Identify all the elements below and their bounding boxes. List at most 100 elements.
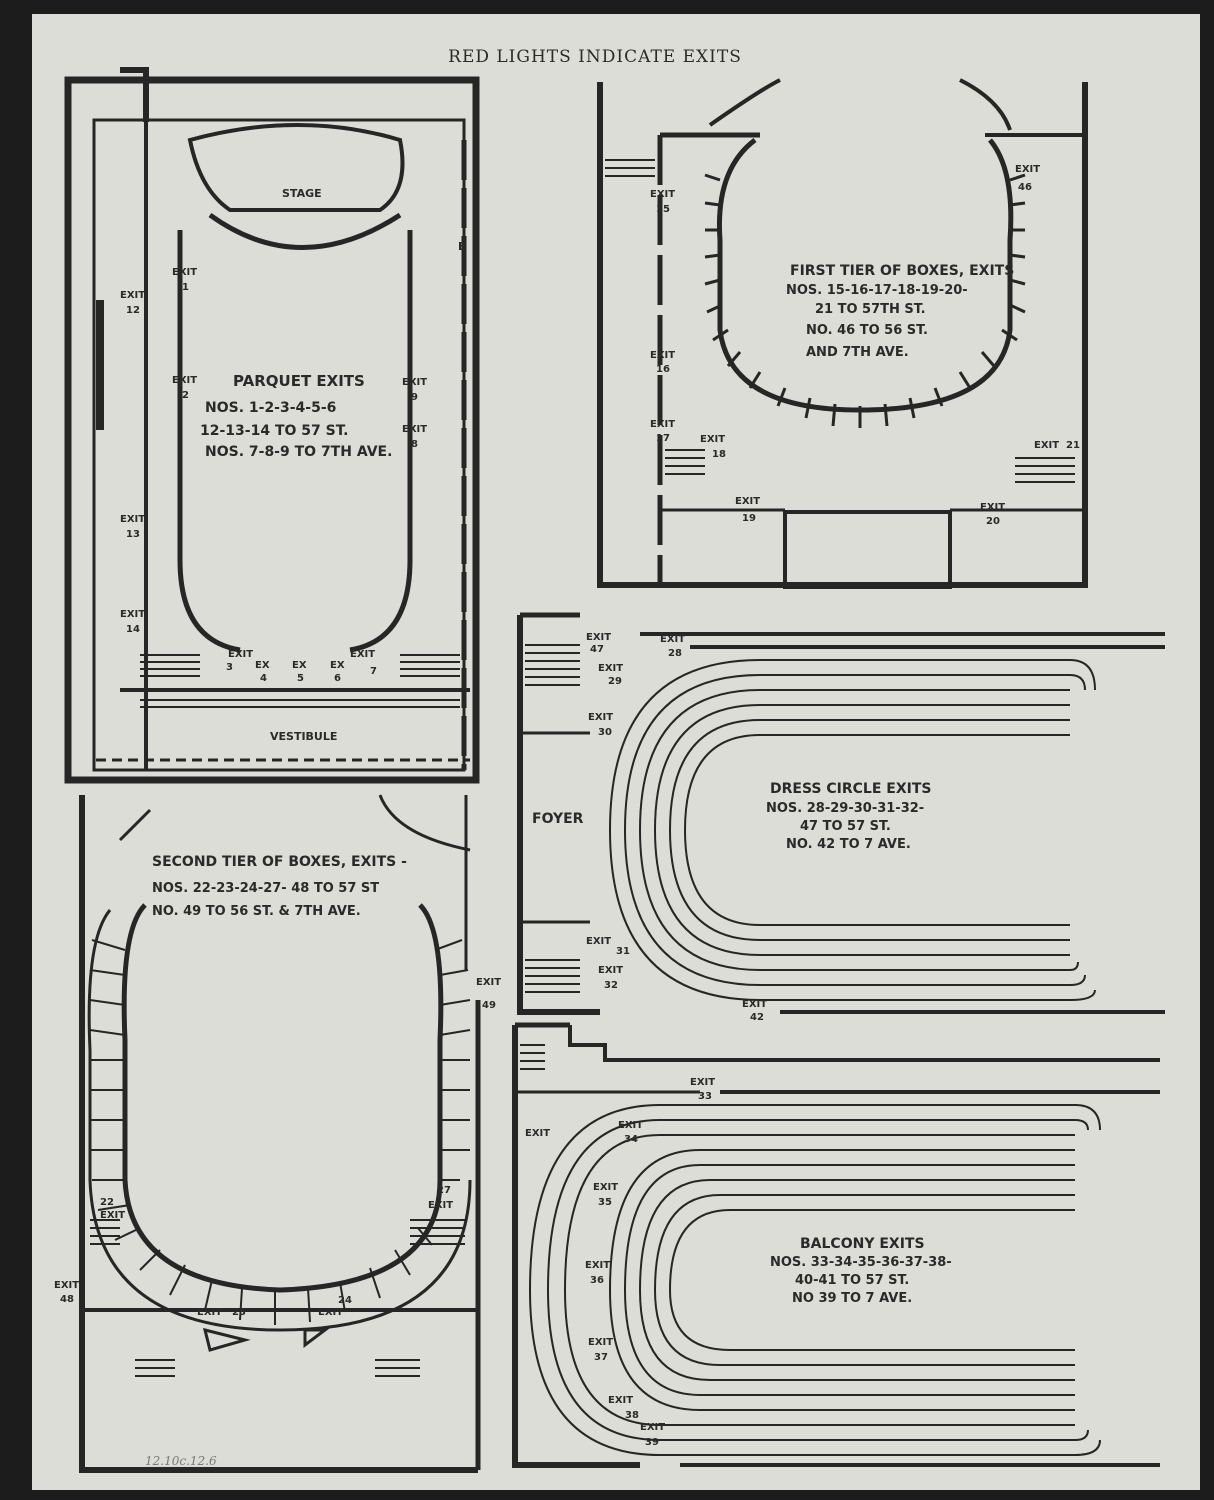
second-tier-plan: SECOND TIER OF BOXES, EXITS - NOS. 22-23… xyxy=(54,794,501,1473)
svg-text:EXIT: EXIT xyxy=(618,1120,643,1131)
svg-text:EXIT: EXIT xyxy=(588,712,613,723)
svg-text:EX: EX xyxy=(255,660,270,671)
svg-text:EXIT: EXIT xyxy=(980,502,1005,513)
svg-text:23: 23 xyxy=(232,1307,246,1318)
dress-circle-heading: DRESS CIRCLE EXITS xyxy=(770,781,931,797)
svg-text:24: 24 xyxy=(338,1295,352,1306)
svg-text:EXIT: EXIT xyxy=(197,1307,222,1318)
parquet-heading: PARQUET EXITS xyxy=(233,372,365,390)
svg-text:12: 12 xyxy=(126,305,140,316)
svg-text:46: 46 xyxy=(1018,182,1032,193)
svg-text:42: 42 xyxy=(750,1012,764,1023)
svg-text:EXIT: EXIT xyxy=(650,189,675,200)
balcony-plan: BALCONY EXITS NOS. 33-34-35-36-37-38- 40… xyxy=(512,1022,1160,1468)
svg-text:5: 5 xyxy=(297,673,304,684)
svg-text:EXIT: EXIT xyxy=(586,632,611,643)
balcony-heading: BALCONY EXITS xyxy=(800,1236,925,1252)
svg-text:30: 30 xyxy=(598,727,612,738)
svg-text:EXIT: EXIT xyxy=(585,1260,610,1271)
svg-text:EXIT: EXIT xyxy=(100,1210,125,1221)
handwritten-note: 12.10c.12.6 xyxy=(145,1454,217,1468)
svg-text:34: 34 xyxy=(624,1134,638,1145)
svg-text:EXIT: EXIT xyxy=(120,514,145,525)
svg-text:EXIT: EXIT xyxy=(228,649,253,660)
svg-text:21: 21 xyxy=(1066,440,1080,451)
parquet-line1: NOS. 1-2-3-4-5-6 xyxy=(205,400,336,416)
svg-text:EXIT: EXIT xyxy=(608,1395,633,1406)
svg-text:EXIT: EXIT xyxy=(650,419,675,430)
svg-text:32: 32 xyxy=(604,980,618,991)
svg-text:19: 19 xyxy=(742,513,756,524)
vestibule-label: VESTIBULE xyxy=(270,730,337,743)
svg-text:EXIT: EXIT xyxy=(650,350,675,361)
svg-text:38: 38 xyxy=(625,1410,639,1421)
svg-text:48: 48 xyxy=(60,1294,74,1305)
first-tier-line2: 21 TO 57TH ST. xyxy=(815,302,926,317)
svg-text:14: 14 xyxy=(126,624,140,635)
svg-text:37: 37 xyxy=(594,1352,608,1363)
svg-text:EX: EX xyxy=(330,660,345,671)
svg-text:49: 49 xyxy=(482,1000,496,1011)
svg-text:27: 27 xyxy=(437,1185,451,1196)
program-page: RED LIGHTS INDICATE EXITS STAGE VESTIBUL… xyxy=(32,14,1200,1490)
svg-text:EXIT: EXIT xyxy=(120,290,145,301)
parquet-line2: 12-13-14 TO 57 ST. xyxy=(200,423,348,439)
svg-text:9: 9 xyxy=(411,392,418,403)
svg-text:EXIT: EXIT xyxy=(54,1280,79,1291)
dress-circle-line1: NOS. 28-29-30-31-32- xyxy=(766,801,924,816)
svg-text:EXIT: EXIT xyxy=(742,999,767,1010)
svg-text:16: 16 xyxy=(656,364,670,375)
dress-circle-plan: FOYER DRESS CIRCLE EXITS NOS. 28-29-30-3… xyxy=(517,612,1165,1023)
balcony-line2: 40-41 TO 57 ST. xyxy=(795,1273,909,1288)
svg-text:35: 35 xyxy=(598,1197,612,1208)
svg-text:EXIT: EXIT xyxy=(598,663,623,674)
second-tier-line2: NO. 49 TO 56 ST. & 7TH AVE. xyxy=(152,904,361,919)
svg-text:39: 39 xyxy=(645,1437,659,1448)
balcony-line1: NOS. 33-34-35-36-37-38- xyxy=(770,1255,952,1270)
second-tier-line1: NOS. 22-23-24-27- 48 TO 57 ST xyxy=(152,881,379,896)
svg-text:EXIT: EXIT xyxy=(586,936,611,947)
svg-text:33: 33 xyxy=(698,1091,712,1102)
svg-text:EX: EX xyxy=(292,660,307,671)
svg-text:EXIT: EXIT xyxy=(350,649,375,660)
svg-text:22: 22 xyxy=(100,1197,114,1208)
first-tier-line1: NOS. 15-16-17-18-19-20- xyxy=(786,283,968,298)
svg-text:36: 36 xyxy=(590,1275,604,1286)
dress-circle-line3: NO. 42 TO 7 AVE. xyxy=(786,837,911,852)
svg-text:15: 15 xyxy=(656,204,670,215)
svg-text:EXIT: EXIT xyxy=(598,965,623,976)
svg-text:20: 20 xyxy=(986,516,1000,527)
svg-text:18: 18 xyxy=(712,449,726,460)
parquet-line3: NOS. 7-8-9 TO 7TH AVE. xyxy=(205,444,392,460)
floor-plans: RED LIGHTS INDICATE EXITS STAGE VESTIBUL… xyxy=(54,47,1165,1473)
svg-text:EXIT: EXIT xyxy=(120,609,145,620)
first-tier-line3: NO. 46 TO 56 ST. xyxy=(806,323,928,338)
svg-text:2: 2 xyxy=(182,390,189,401)
svg-text:47: 47 xyxy=(590,644,604,655)
svg-text:29: 29 xyxy=(608,676,622,687)
dress-circle-line2: 47 TO 57 ST. xyxy=(800,819,891,834)
balcony-rows xyxy=(528,1104,1101,1456)
box-partitions xyxy=(704,173,1026,428)
first-tier-plan: FIRST TIER OF BOXES, EXITS NOS. 15-16-17… xyxy=(597,78,1088,589)
svg-text:3: 3 xyxy=(226,662,233,673)
svg-text:EXIT: EXIT xyxy=(660,634,685,645)
svg-text:28: 28 xyxy=(668,648,682,659)
svg-text:1: 1 xyxy=(182,282,189,293)
svg-text:EXIT: EXIT xyxy=(402,424,427,435)
page-title: RED LIGHTS INDICATE EXITS xyxy=(448,47,742,67)
svg-text:EXIT: EXIT xyxy=(640,1422,665,1433)
svg-text:EXIT: EXIT xyxy=(700,434,725,445)
svg-text:EXIT: EXIT xyxy=(172,375,197,386)
svg-text:EXIT: EXIT xyxy=(172,267,197,278)
balcony-line3: NO 39 TO 7 AVE. xyxy=(792,1291,912,1306)
svg-text:EXIT: EXIT xyxy=(690,1077,715,1088)
svg-text:8: 8 xyxy=(411,439,418,450)
first-tier-line4: AND 7TH AVE. xyxy=(806,345,909,360)
foyer-label: FOYER xyxy=(532,811,584,827)
